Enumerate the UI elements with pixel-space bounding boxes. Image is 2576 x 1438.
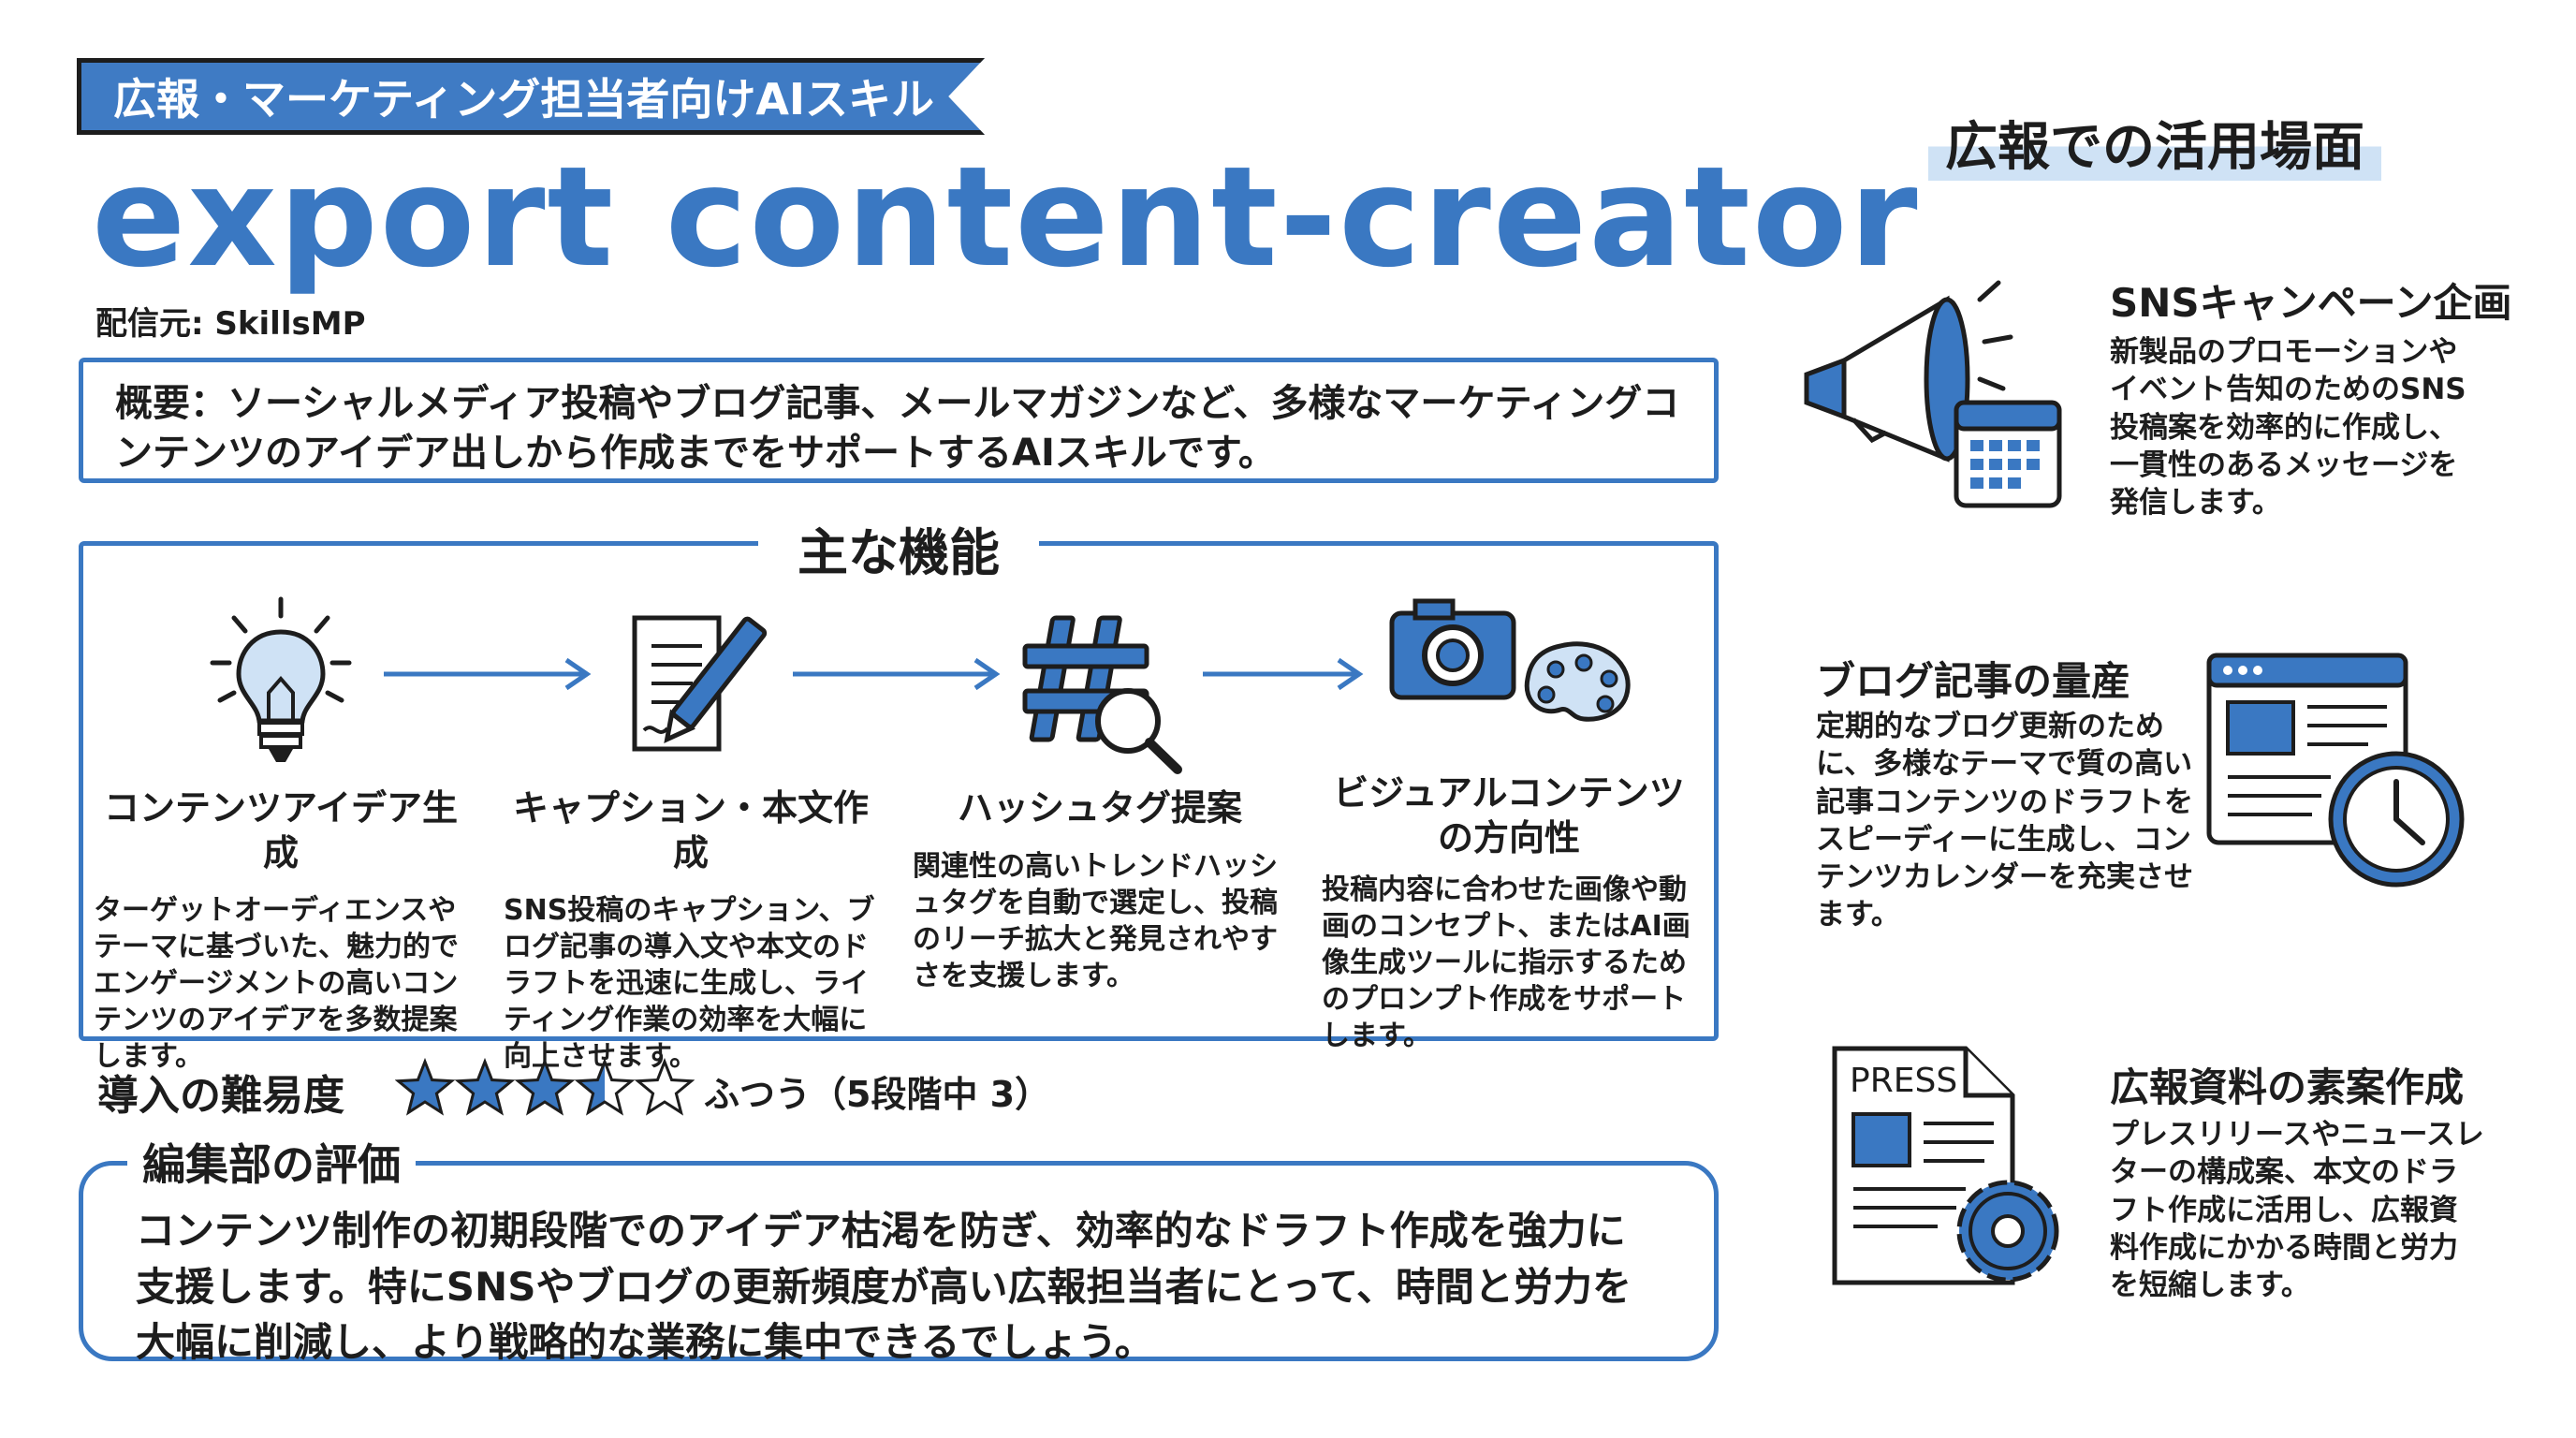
star-icon xyxy=(574,1057,636,1116)
usecase-title: SNSキャンペーン企画 xyxy=(2110,280,2512,326)
review-box: コンテンツ制作の初期段階でのアイデア枯渇を防ぎ、効率的なドラフト作成を強力に支援… xyxy=(79,1161,1719,1365)
press-gear-icon: PRESS xyxy=(1825,1039,2078,1305)
usecase-desc: 新製品のプロモーションやイベント告知のためのSNS投稿案を効率的に作成し、一貫性… xyxy=(2110,335,2466,521)
summary-text: 概要：ソーシャルメディア投稿やブログ記事、メールマガジンなど、多様なマーケティン… xyxy=(115,382,1680,475)
feature-card: ビジュアルコンテンツの方向性 投稿内容に合わせた画像や動画のコンセプト、またはA… xyxy=(1322,590,1696,1054)
feature-desc: SNS投稿のキャプション、ブログ記事の導入文や本文のドラフトを迅速に生成し、ライ… xyxy=(504,894,875,1073)
megaphone-calendar-icon xyxy=(1788,271,2069,528)
browser-clock-icon xyxy=(2200,646,2481,902)
feature-desc: 関連性の高いトレンドハッシュタグを自動で選定し、投稿のリーチ拡大と発見されやすさ… xyxy=(913,849,1278,992)
hashtag-search-icon xyxy=(913,590,1287,777)
usecase-desc: 定期的なブログ更新のために、多様なテーマで質の高い記事コンテンツのドラフトをスピ… xyxy=(1816,710,2193,932)
feature-title: キャプション・本文作成 xyxy=(512,787,869,873)
star-icon xyxy=(394,1057,456,1116)
feature-card: キャプション・本文作成 SNS投稿のキャプション、ブログ記事の導入文や本文のドラ… xyxy=(504,590,878,1075)
feature-title: ハッシュタグ提案 xyxy=(957,787,1242,829)
feature-title: コンテンツアイデア生成 xyxy=(103,787,459,873)
page-title: export content-creator xyxy=(92,137,1920,298)
feature-card: コンテンツアイデア生成 ターゲットオーディエンスやテーマに基づいた、魅力的でエン… xyxy=(94,590,468,1075)
feature-card: ハッシュタグ提案 関連性の高いトレンドハッシュタグを自動で選定し、投稿のリーチ拡… xyxy=(913,590,1287,994)
category-banner: 広報・マーケティング担当者向けAIスキル xyxy=(77,58,985,135)
difficulty-stars xyxy=(394,1056,695,1125)
usecases-heading: 広報での活用場面 xyxy=(1928,105,2381,181)
features-heading: 主な機能 xyxy=(758,511,1039,585)
feature-desc: 投稿内容に合わせた画像や動画のコンセプト、またはAI画像生成ツールに指示するため… xyxy=(1322,873,1690,1052)
press-badge: PRESS xyxy=(1850,1062,1958,1100)
difficulty-label: 導入の難易度 xyxy=(97,1072,344,1120)
arrow-right-icon xyxy=(1198,655,1367,697)
star-icon xyxy=(634,1057,695,1116)
star-icon xyxy=(454,1057,516,1116)
difficulty-text: ふつう（5段階中 3） xyxy=(704,1074,1051,1115)
lightbulb-icon xyxy=(94,590,468,777)
document-pen-icon xyxy=(504,590,878,777)
feature-desc: ターゲットオーディエンスやテーマに基づいた、魅力的でエンゲージメントの高いコンテ… xyxy=(94,894,459,1073)
summary-box: 概要：ソーシャルメディア投稿やブログ記事、メールマガジンなど、多様なマーケティン… xyxy=(79,358,1719,483)
review-text: コンテンツ制作の初期段階でのアイデア枯渇を防ぎ、効率的なドラフト作成を強力に支援… xyxy=(136,1208,1632,1366)
source-label: 配信元: SkillsMP xyxy=(95,305,366,343)
usecase-title: ブログ記事の量産 xyxy=(1816,658,2131,704)
star-icon xyxy=(514,1057,576,1116)
arrow-right-icon xyxy=(379,655,594,697)
usecase-title: 広報資料の素案作成 xyxy=(2110,1064,2465,1110)
review-heading: 編集部の評価 xyxy=(127,1131,416,1193)
arrow-right-icon xyxy=(788,655,1003,697)
feature-title: ビジュアルコンテンツの方向性 xyxy=(1333,772,1685,858)
camera-palette-icon xyxy=(1322,590,1696,740)
usecase-desc: プレスリリースやニュースレターの構成案、本文のドラフト作成に活用し、広報資料作成… xyxy=(2110,1118,2484,1303)
banner-text: 広報・マーケティング担当者向けAIスキル xyxy=(113,74,935,125)
